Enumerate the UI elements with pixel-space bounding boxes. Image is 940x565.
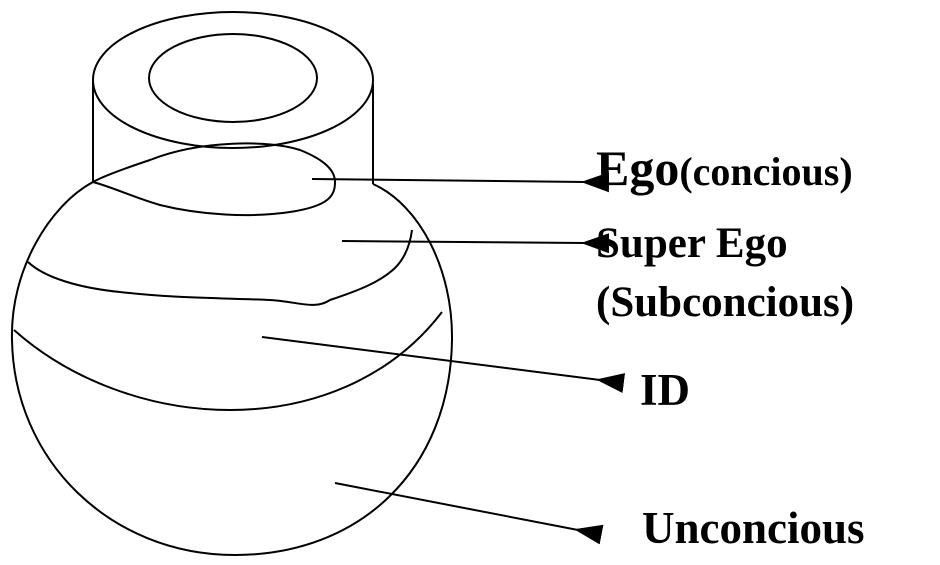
cylinder-top-inner-ellipse	[148, 33, 318, 123]
unconcious-arrow	[334, 482, 604, 545]
cylinder-top-outer-ellipse	[92, 11, 374, 149]
labels: Ego(concious) Super Ego (Subconcious) ID…	[596, 140, 865, 553]
ego-lower-boundary	[92, 142, 337, 217]
unconcious-label: Unconcious	[642, 503, 865, 553]
id-arrow	[261, 336, 626, 393]
arrows	[261, 172, 626, 545]
ego-arrow	[311, 172, 610, 193]
sphere-body	[10, 181, 454, 557]
id-label: ID	[640, 365, 690, 415]
ego-label-main: Ego	[596, 140, 679, 196]
superego-label-line2: (Subconcious)	[596, 279, 854, 326]
sphere-outline	[10, 181, 454, 557]
superego-arrow	[341, 233, 610, 254]
superego-lower-boundary	[27, 229, 413, 306]
ego-label: Ego(concious)	[596, 140, 853, 196]
band-separators	[13, 142, 443, 412]
superego-label-line1: Super Ego	[596, 220, 788, 267]
id-lower-boundary	[13, 311, 443, 412]
cylinder-neck	[92, 11, 374, 184]
ego-label-paren: (concious)	[679, 149, 852, 194]
